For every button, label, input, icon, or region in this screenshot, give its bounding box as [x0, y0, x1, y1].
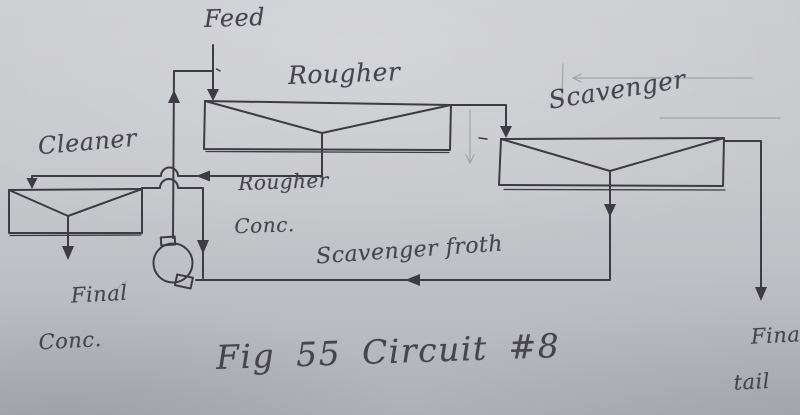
cleaner-tail-arrowhead-down	[197, 240, 209, 254]
cleaner-cell-shape	[8, 188, 143, 234]
faint-arrow-tick	[571, 73, 582, 83]
scavenger-underflow-arrowhead-down	[604, 204, 616, 217]
recycle-line	[172, 70, 214, 239]
recycle-arrowhead-up	[168, 90, 180, 103]
rougher-conc-label-line1: Rougher	[237, 167, 330, 195]
rougher-cell-shape	[203, 100, 452, 151]
rougher-tail-line	[450, 104, 507, 134]
arrowheads	[26, 89, 767, 301]
rougher-conc-label-line2: Conc.	[233, 211, 296, 239]
final-tail-label-line2: tail	[732, 368, 771, 395]
final-tail-label-line1: Final	[750, 321, 800, 349]
final-conc-label: Final Conc.	[35, 259, 133, 400]
feed-arrowhead-down	[207, 89, 219, 101]
final-tail-arrowhead-down	[755, 287, 767, 301]
feed-label: Feed	[203, 2, 266, 34]
scavenger-feed-arrowhead-down	[500, 126, 512, 138]
scavenger-cell-v	[500, 137, 725, 172]
faint-crease-mark	[561, 63, 564, 101]
final-conc-arrowhead-down	[62, 246, 74, 260]
scavenger-tail-line	[723, 140, 762, 297]
pencil-dash-mark	[478, 137, 488, 140]
faint-guideline-vertical	[465, 109, 475, 165]
cleaner-cell-bottom-double-line	[9, 234, 142, 237]
faint-stray-stroke	[113, 280, 128, 295]
scavenger-cell-shape	[498, 137, 725, 187]
final-conc-label-line2: Conc.	[38, 327, 103, 355]
rougher-cell-v	[204, 100, 452, 134]
cleaner-cell-v	[8, 188, 143, 217]
rougher-conc-arrowhead-left	[196, 170, 210, 182]
scavenger-froth-arrowhead-left	[405, 274, 420, 286]
final-conc-label-line1: Final	[70, 280, 129, 308]
cleaner-feed-arrowhead-down	[26, 178, 38, 189]
pump-circle	[152, 242, 194, 284]
faint-pencil-guidelines	[113, 63, 781, 295]
rougher-label: Rougher	[287, 57, 401, 90]
final-tail-label: Final tail	[720, 300, 800, 415]
cleaner-tail-line	[141, 178, 204, 279]
rougher-cell-bottom-double-line	[205, 150, 450, 154]
scavenger-cell-bottom-double-line	[503, 188, 726, 191]
rougher-conc-label: Rougher Conc.	[210, 148, 332, 282]
feed-junction-tick	[215, 68, 221, 72]
rougher-conc-line	[31, 166, 323, 185]
pump-top-port	[159, 235, 177, 247]
pump-side-port	[173, 273, 194, 290]
